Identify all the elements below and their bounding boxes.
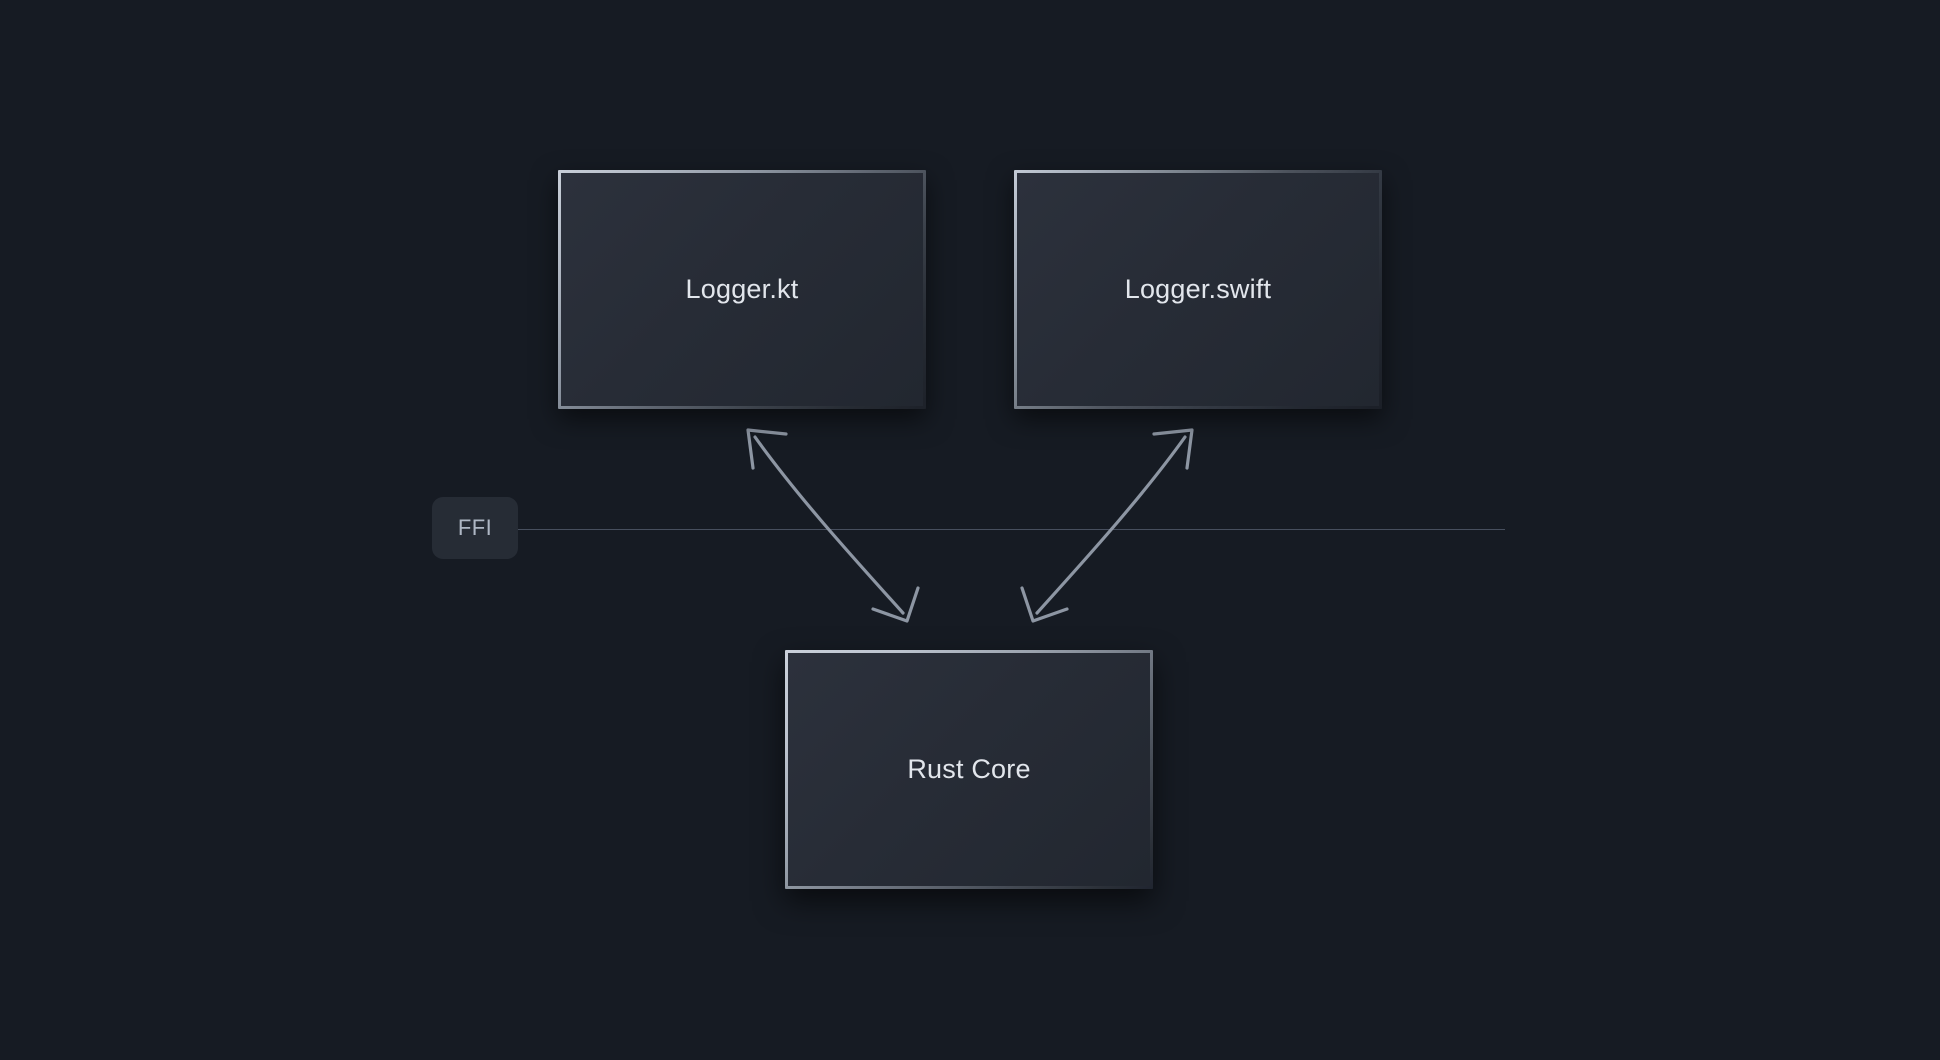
ffi-boundary-label: FFI [457, 515, 493, 540]
node-logger-swift-label: Logger.swift [1124, 274, 1272, 304]
node-logger-swift[interactable]: Logger.swift [1014, 170, 1382, 409]
node-logger-swift-surface: Logger.swift [1017, 173, 1379, 406]
edge-rust-core-to-logger-swift [1020, 428, 1194, 623]
ffi-boundary-chip[interactable]: FFI [432, 497, 518, 559]
ffi-boundary-line [432, 529, 1505, 530]
edge-logger-kt-to-rust-core [746, 428, 920, 623]
node-rust-core-label: Rust Core [907, 754, 1031, 784]
node-rust-core[interactable]: Rust Core [785, 650, 1153, 889]
node-logger-kt[interactable]: Logger.kt [558, 170, 926, 409]
node-logger-kt-label: Logger.kt [685, 274, 799, 304]
node-logger-kt-surface: Logger.kt [561, 173, 923, 406]
node-rust-core-surface: Rust Core [788, 653, 1150, 886]
